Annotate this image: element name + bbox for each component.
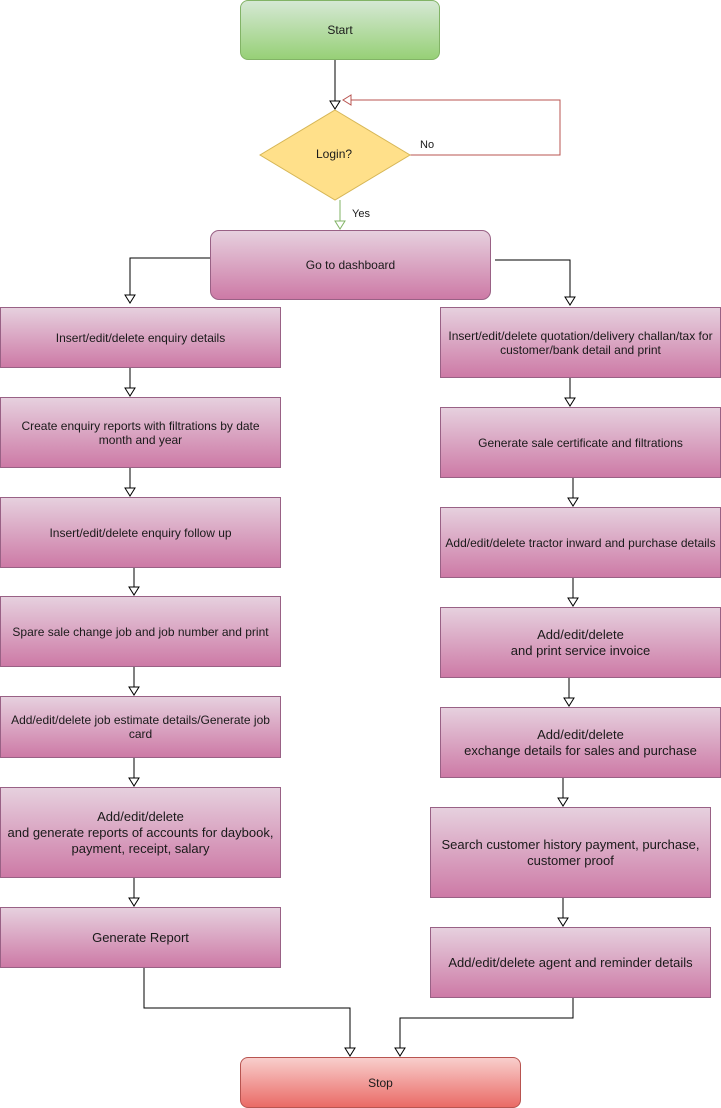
arrowhead: [128, 586, 140, 596]
left-step-7: Generate Report: [0, 907, 281, 968]
arrowhead: [394, 1047, 406, 1057]
arrowhead-yes: [334, 220, 346, 230]
left-step-3: Insert/edit/delete enquiry follow up: [0, 497, 281, 568]
arrowhead: [124, 294, 136, 304]
edge-label-no: No: [420, 139, 435, 151]
login-decision-diamond: [259, 109, 411, 201]
left-step-1: Insert/edit/delete enquiry details: [0, 307, 281, 368]
arrowhead: [128, 897, 140, 907]
edge-label-yes: Yes: [352, 208, 370, 220]
right-step-6: Search customer history payment, purchas…: [430, 807, 711, 898]
arrowhead: [557, 917, 569, 927]
right-step-1: Insert/edit/delete quotation/delivery ch…: [440, 307, 721, 378]
arrowhead: [564, 296, 576, 306]
left-step-4: Spare sale change job and job number and…: [0, 596, 281, 667]
arrowhead: [124, 387, 136, 397]
start-node: Start: [240, 0, 440, 60]
left-step-2: Create enquiry reports with filtrations …: [0, 397, 281, 468]
arrowhead: [564, 397, 576, 407]
edge-left-stop: [143, 968, 351, 1049]
right-step-7: Add/edit/delete agent and reminder detai…: [430, 927, 711, 998]
arrowhead: [567, 497, 579, 507]
right-step-3: Add/edit/delete tractor inward and purch…: [440, 507, 721, 578]
edge-right-stop: [399, 998, 574, 1049]
edge-dashboard-right: [495, 259, 571, 298]
arrowhead-no: [342, 94, 352, 106]
arrowhead: [128, 686, 140, 696]
arrowhead: [329, 100, 341, 110]
arrowhead: [124, 487, 136, 497]
stop-node: Stop: [240, 1057, 521, 1108]
arrowhead: [344, 1047, 356, 1057]
right-step-4: Add/edit/delete and print service invoic…: [440, 607, 721, 678]
arrowhead: [557, 797, 569, 807]
arrowhead: [567, 597, 579, 607]
right-step-2: Generate sale certificate and filtration…: [440, 407, 721, 478]
arrowhead: [128, 777, 140, 787]
left-step-5: Add/edit/delete job estimate details/Gen…: [0, 696, 281, 758]
edge-dashboard-left: [129, 257, 210, 296]
login-decision-label: Login?: [316, 147, 353, 161]
edge-login-no-loop: [351, 99, 561, 156]
left-step-6: Add/edit/delete and generate reports of …: [0, 787, 281, 878]
right-step-5: Add/edit/delete exchange details for sal…: [440, 707, 721, 778]
dashboard-node: Go to dashboard: [210, 230, 491, 300]
arrowhead: [563, 697, 575, 707]
